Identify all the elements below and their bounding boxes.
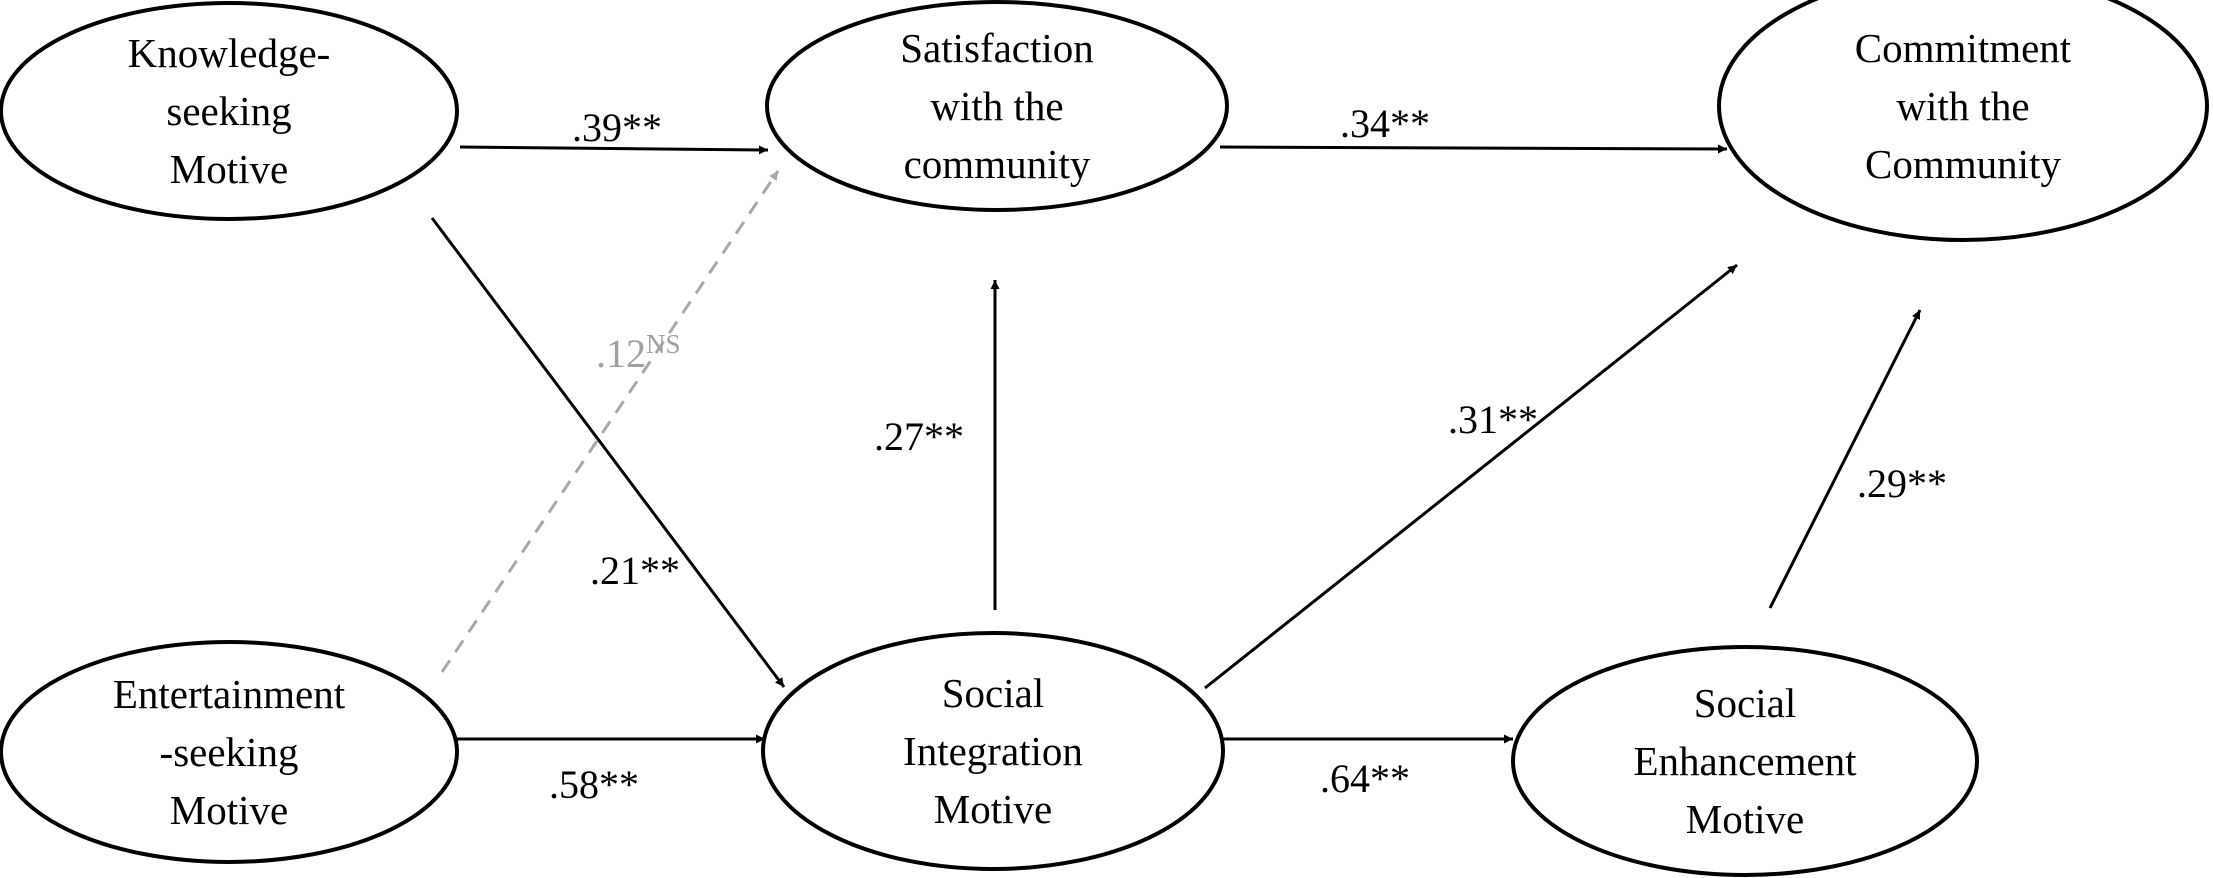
edge-entertainment-satisfaction-significance: NS	[646, 329, 681, 359]
node-integration-label-line-3: Motive	[934, 786, 1052, 832]
edge-entertainment-satisfaction-coefficient: .12	[596, 331, 646, 376]
node-knowledge-label-line-1: Knowledge-	[128, 30, 331, 76]
node-satisfaction-ellipse	[765, 0, 1229, 212]
node-commitment-label-line-1: Commitment	[1855, 25, 2072, 71]
edge-knowledge-integration-significance: **	[640, 548, 680, 593]
node-satisfaction-label-line-1: Satisfaction	[900, 25, 1094, 71]
edge-satisfaction-commitment-label: .34**	[1340, 101, 1430, 146]
node-entertainment-ellipse	[0, 640, 459, 864]
node-knowledge-ellipse	[0, 1, 459, 221]
edge-integration-satisfaction-label: .27**	[874, 414, 964, 459]
edge-knowledge-satisfaction-label: .39**	[572, 105, 662, 150]
node-satisfaction-label-line-3: community	[904, 141, 1091, 187]
edge-integration-commitment-arrow	[1204, 263, 1738, 690]
edge-enhancement-commitment-coefficient: .29	[1857, 461, 1907, 506]
node-integration-label-line-1: Social	[942, 670, 1044, 716]
node-enhancement-label-line-3: Motive	[1686, 796, 1804, 842]
edge-satisfaction-commitment-significance: **	[1390, 101, 1430, 146]
edge-integration-commitment-significance: **	[1498, 397, 1538, 442]
edge-entertainment-satisfaction-label: .12NS	[596, 329, 681, 376]
node-enhancement-ellipse	[1511, 645, 1979, 877]
edge-entertainment-satisfaction-arrow	[440, 170, 780, 673]
edges-layer	[430, 144, 1922, 744]
node-satisfaction-label-line-2: with the	[930, 83, 1063, 129]
edge-labels-layer: .39**.34**.12NS.27**.21**.31**.29**.58**…	[549, 101, 1947, 807]
edge-integration-commitment-label: .31**	[1448, 397, 1538, 442]
edge-satisfaction-commitment-arrow	[1219, 144, 1728, 154]
edge-entertainment-integration-significance: **	[599, 762, 639, 807]
edge-integration-satisfaction-coefficient: .27	[874, 414, 924, 459]
node-entertainment-label-line-3: Motive	[170, 787, 288, 833]
node-commitment-label-line-3: Community	[1865, 141, 2061, 187]
edge-knowledge-satisfaction-arrow	[459, 145, 769, 155]
edge-knowledge-satisfaction-significance: **	[622, 105, 662, 150]
node-integration-ellipse	[761, 631, 1225, 871]
edge-knowledge-integration-arrow	[430, 217, 786, 688]
edge-entertainment-integration-coefficient: .58	[549, 762, 599, 807]
edge-knowledge-integration-label: .21**	[590, 548, 680, 593]
edge-integration-satisfaction-significance: **	[924, 414, 964, 459]
node-commitment-label-line-2: with the	[1896, 83, 2029, 129]
node-knowledge-label-line-3: Motive	[170, 146, 288, 192]
edge-integration-enhancement-label: .64**	[1320, 756, 1410, 801]
node-satisfaction: Satisfaction with the community	[765, 0, 1229, 212]
edge-enhancement-commitment-arrow	[1768, 309, 1922, 609]
node-knowledge-label-line-2: seeking	[166, 88, 291, 134]
node-entertainment-label-line-1: Entertainment	[113, 671, 346, 717]
edge-enhancement-commitment-label: .29**	[1857, 461, 1947, 506]
node-entertainment-label-line-2: -seeking	[160, 729, 299, 775]
node-enhancement-label-line-1: Social	[1694, 680, 1796, 726]
edge-satisfaction-commitment-coefficient: .34	[1340, 101, 1390, 146]
node-enhancement-label-line-2: Enhancement	[1633, 738, 1857, 784]
edge-integration-enhancement-significance: **	[1370, 756, 1410, 801]
edge-knowledge-satisfaction-coefficient: .39	[572, 105, 622, 150]
node-commitment-ellipse	[1717, 0, 2209, 242]
edge-entertainment-integration-label: .58**	[549, 762, 639, 807]
node-integration-label-line-2: Integration	[903, 728, 1083, 774]
edge-integration-enhancement-coefficient: .64	[1320, 756, 1370, 801]
edge-enhancement-commitment-significance: **	[1907, 461, 1947, 506]
edge-knowledge-integration-coefficient: .21	[590, 548, 640, 593]
edge-integration-commitment-coefficient: .31	[1448, 397, 1498, 442]
